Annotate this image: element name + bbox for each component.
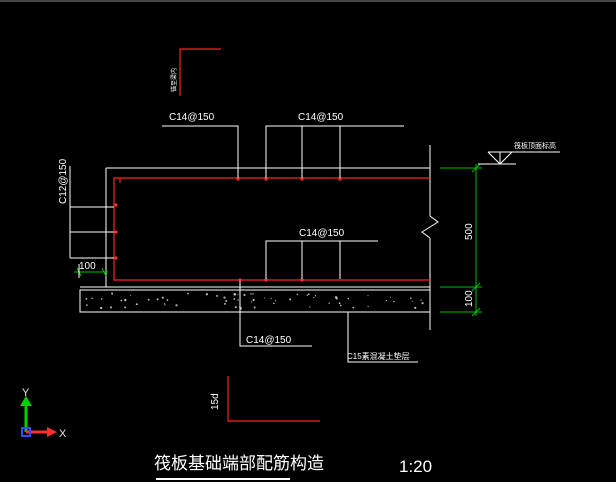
hatch-dot bbox=[422, 302, 424, 305]
hatch-dot bbox=[156, 298, 159, 301]
leader-lines-side bbox=[69, 166, 114, 259]
hatch-dot bbox=[225, 300, 228, 302]
leader-lines-middle bbox=[265, 240, 378, 279]
hatch-dot bbox=[110, 307, 112, 309]
hatch-dot bbox=[253, 306, 256, 309]
hatch-dot bbox=[130, 295, 132, 297]
hatch-dot bbox=[120, 299, 123, 302]
rebar-cage bbox=[113, 177, 430, 281]
hatch-dot bbox=[234, 306, 237, 309]
hatch-dot bbox=[307, 293, 310, 296]
hatch-dot bbox=[91, 297, 93, 299]
hatch-dot bbox=[100, 298, 103, 300]
hatch-dot bbox=[347, 297, 350, 300]
cushion-layer bbox=[79, 289, 431, 313]
hatch-dot bbox=[166, 299, 169, 301]
ucs-y-arrow bbox=[20, 396, 32, 406]
top-anchor-bar bbox=[179, 48, 221, 96]
hatch-dot bbox=[313, 296, 315, 299]
rebar-dots bbox=[114, 177, 342, 282]
hatch-dot bbox=[367, 305, 369, 308]
rebar-label-middle: C14@150 bbox=[299, 228, 345, 239]
hatch-dot bbox=[99, 306, 103, 310]
hatch-dot bbox=[237, 299, 239, 301]
hatch-dot bbox=[187, 292, 189, 295]
hatch-dot bbox=[409, 297, 412, 300]
drawing-title: 筏板基础端部配筋构造 bbox=[154, 454, 324, 473]
raft-outline bbox=[80, 145, 439, 330]
hatch-dot bbox=[352, 306, 355, 309]
ucs-icon[interactable]: Y X bbox=[20, 387, 67, 440]
hatch-dot bbox=[289, 298, 292, 301]
hatch-dot bbox=[420, 299, 422, 301]
hatch-dot bbox=[275, 300, 277, 302]
hatch-dot bbox=[85, 297, 88, 300]
hatch-dot bbox=[135, 303, 138, 306]
hatch-dot bbox=[393, 300, 395, 303]
hatch-dot bbox=[147, 298, 150, 301]
hatch-dot bbox=[163, 303, 166, 305]
ucs-y-label: Y bbox=[22, 387, 30, 399]
rebar-label-side: C12@150 bbox=[58, 158, 69, 204]
drawing-scale: 1:20 bbox=[399, 457, 432, 476]
hatch-dot bbox=[124, 306, 127, 309]
hatch-dot bbox=[161, 296, 164, 299]
rebar-label-bottom: C14@150 bbox=[246, 335, 292, 346]
hatch-dot bbox=[233, 293, 236, 296]
elevation-note: 筏板顶面标高 bbox=[514, 141, 556, 150]
hatch-dot bbox=[335, 297, 338, 300]
hatch-dot bbox=[237, 293, 239, 295]
hatch-dot bbox=[233, 298, 236, 300]
anchor-length-label: 15d bbox=[210, 393, 221, 410]
ucs-x-label: X bbox=[59, 428, 67, 440]
cushion-note: C15素混凝土垫层 bbox=[347, 351, 410, 361]
hatch-dot bbox=[224, 302, 226, 305]
hatch-dot bbox=[367, 295, 369, 297]
hatch-dot bbox=[86, 304, 88, 306]
ucs-x-arrow bbox=[47, 427, 57, 437]
hatch-dot bbox=[339, 304, 342, 307]
hatch-dot bbox=[250, 293, 252, 295]
anchor-15d-bar bbox=[227, 376, 320, 422]
hatch-dot bbox=[389, 296, 392, 298]
hatch-dot bbox=[223, 296, 226, 299]
hatch-dot bbox=[251, 301, 253, 303]
rebar-label-top-right: C14@150 bbox=[298, 112, 344, 123]
hatch-dot bbox=[328, 302, 330, 304]
hatch-dot bbox=[252, 298, 255, 302]
cushion-hatch bbox=[85, 292, 424, 310]
hatch-dot bbox=[270, 297, 272, 299]
hatch-dot bbox=[273, 302, 275, 305]
elevation-symbol bbox=[478, 151, 560, 165]
top-vertical-note: 锚至梁内 bbox=[170, 68, 178, 92]
hatch-dot bbox=[175, 304, 178, 307]
ucs-origin-box bbox=[21, 427, 31, 437]
leader-lines-bottom bbox=[239, 281, 418, 363]
hatch-dot bbox=[252, 293, 254, 295]
hatch-dot bbox=[243, 293, 246, 297]
rebar-label-top-left: C14@150 bbox=[169, 112, 215, 123]
dim-cover bbox=[74, 264, 108, 278]
hatch-dot bbox=[385, 299, 388, 302]
hatch-dot bbox=[314, 295, 317, 297]
hatch-dot bbox=[414, 306, 417, 309]
hatch-dot bbox=[309, 306, 311, 308]
hatch-dot bbox=[338, 302, 341, 305]
dim-cover-text: 100 bbox=[79, 261, 96, 272]
hatch-dot bbox=[164, 304, 166, 306]
hatch-dot bbox=[306, 294, 308, 296]
dim-raft-thickness: 500 bbox=[464, 223, 475, 240]
hatch-dot bbox=[111, 293, 113, 295]
hatch-dot bbox=[411, 300, 413, 302]
leader-lines-top bbox=[162, 125, 404, 178]
hatch-dot bbox=[205, 293, 209, 296]
dim-cushion-thickness: 100 bbox=[464, 290, 475, 307]
hatch-dot bbox=[296, 293, 299, 296]
hatch-dot bbox=[263, 297, 266, 299]
dim-right bbox=[440, 163, 482, 317]
hatch-dot bbox=[216, 294, 218, 297]
hatch-dot bbox=[124, 298, 127, 302]
